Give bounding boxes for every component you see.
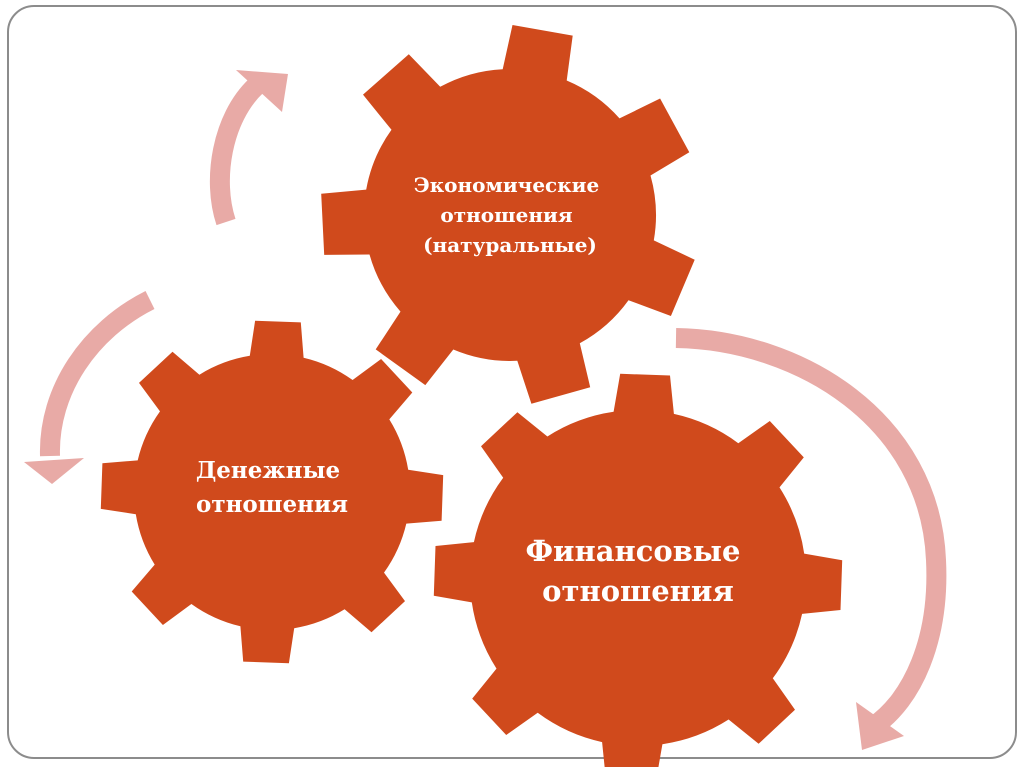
gear-economic-label: Экономические отношения (натуральные) xyxy=(414,173,606,257)
gear-financial-label: Финансовые отношения xyxy=(525,534,750,608)
gear-economic-line-3: (натуральные) xyxy=(423,233,597,257)
gear-financial-line-1: Финансовые xyxy=(525,534,740,568)
gear-economic-line-1: Экономические xyxy=(414,173,599,197)
gear-financial xyxy=(433,373,843,767)
arrow-top-left xyxy=(209,70,288,226)
gear-economic-line-2: отношения xyxy=(440,203,572,227)
gear-economic xyxy=(321,25,695,404)
arrow-left xyxy=(24,291,155,484)
slide-frame xyxy=(7,5,1017,759)
arrow-right xyxy=(675,328,947,750)
gear-monetary-line-2: отношения xyxy=(196,491,348,518)
gear-monetary-line-1: Денежные xyxy=(196,457,340,484)
gear-monetary xyxy=(100,320,444,664)
gear-monetary-label: Денежные отношения xyxy=(196,457,348,518)
gear-financial-line-2: отношения xyxy=(542,574,734,608)
